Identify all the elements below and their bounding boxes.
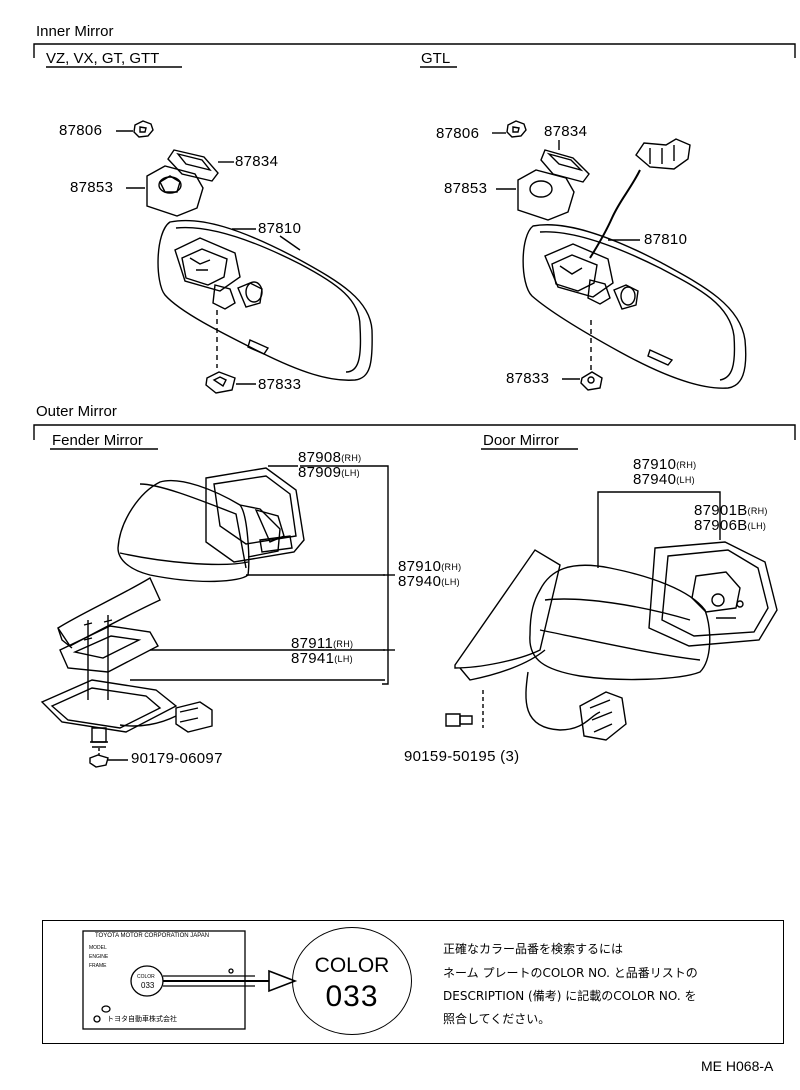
part-87911: 87911(RH) xyxy=(291,635,354,652)
color-note-box: TOYOTA MOTOR CORPORATION JAPAN MODEL ENG… xyxy=(42,920,784,1044)
part-87810-left: 87810 xyxy=(258,220,302,237)
part-87810-right: 87810 xyxy=(644,231,688,248)
part-87901b: 87901B(RH) xyxy=(694,502,768,519)
footer-code: ME H068-A xyxy=(701,1058,774,1074)
part-87909: 87909(LH) xyxy=(298,464,360,481)
name-plate-drawing xyxy=(82,930,298,1030)
part-87806-right: 87806 xyxy=(436,125,480,142)
plate-engine: ENGINE xyxy=(89,954,109,960)
outer-mirror-title: Outer Mirror xyxy=(36,403,117,420)
part-87834-right: 87834 xyxy=(544,123,588,140)
part-87806-left: 87806 xyxy=(59,122,103,139)
part-87940-fender: 87940(LH) xyxy=(398,573,460,590)
note-line-3: DESCRIPTION (備考) に記載のCOLOR NO. を xyxy=(443,989,697,1003)
part-87906b: 87906B(LH) xyxy=(694,517,767,534)
color-callout-circle: COLOR 033 xyxy=(292,927,412,1035)
outer-mirror-bracket xyxy=(33,424,796,440)
note-line-1: 正確なカラー品番を検索するには xyxy=(443,942,624,956)
part-87910-door: 87910(RH) xyxy=(633,456,697,473)
inner-mirror-title: Inner Mirror xyxy=(36,23,114,40)
color-word: COLOR xyxy=(314,954,390,977)
part-90159-50195: 90159-50195 (3) xyxy=(404,748,520,765)
part-87940-door: 87940(LH) xyxy=(633,471,695,488)
plate-frame: FRAME xyxy=(89,963,107,969)
fender-mirror-label: Fender Mirror xyxy=(52,432,143,449)
part-87853-right: 87853 xyxy=(444,180,488,197)
plate-color-code: 033 xyxy=(141,981,155,990)
part-87908: 87908(RH) xyxy=(298,449,362,466)
inner-mirror-right-drawing xyxy=(492,120,747,391)
inner-mirror-left-drawing xyxy=(116,120,373,394)
door-mirror-drawing xyxy=(445,491,778,741)
color-code: 033 xyxy=(325,980,379,1013)
inner-mirror-bracket xyxy=(33,43,796,58)
part-87833-left: 87833 xyxy=(258,376,302,393)
note-line-4: 照合してください。 xyxy=(443,1012,551,1026)
gtl-label: GTL xyxy=(421,50,451,67)
part-90179-06097: 90179-06097 xyxy=(131,750,223,767)
note-line-2: ネーム プレートのCOLOR NO. と品番リストの xyxy=(443,966,698,980)
part-87910-fender: 87910(RH) xyxy=(398,558,462,575)
part-87853-left: 87853 xyxy=(70,179,114,196)
part-87834-left: 87834 xyxy=(235,153,279,170)
plate-color: COLOR xyxy=(137,974,155,980)
plate-company: TOYOTA MOTOR CORPORATION JAPAN xyxy=(95,933,210,939)
vz-group-label: VZ, VX, GT, GTT xyxy=(46,50,160,67)
plate-model: MODEL xyxy=(89,945,107,951)
part-87941: 87941(LH) xyxy=(291,650,353,667)
plate-maker: トヨタ自動車株式会社 xyxy=(107,1015,177,1023)
part-87833-right: 87833 xyxy=(506,370,550,387)
fender-mirror-drawing xyxy=(40,465,395,768)
door-mirror-label: Door Mirror xyxy=(483,432,559,449)
